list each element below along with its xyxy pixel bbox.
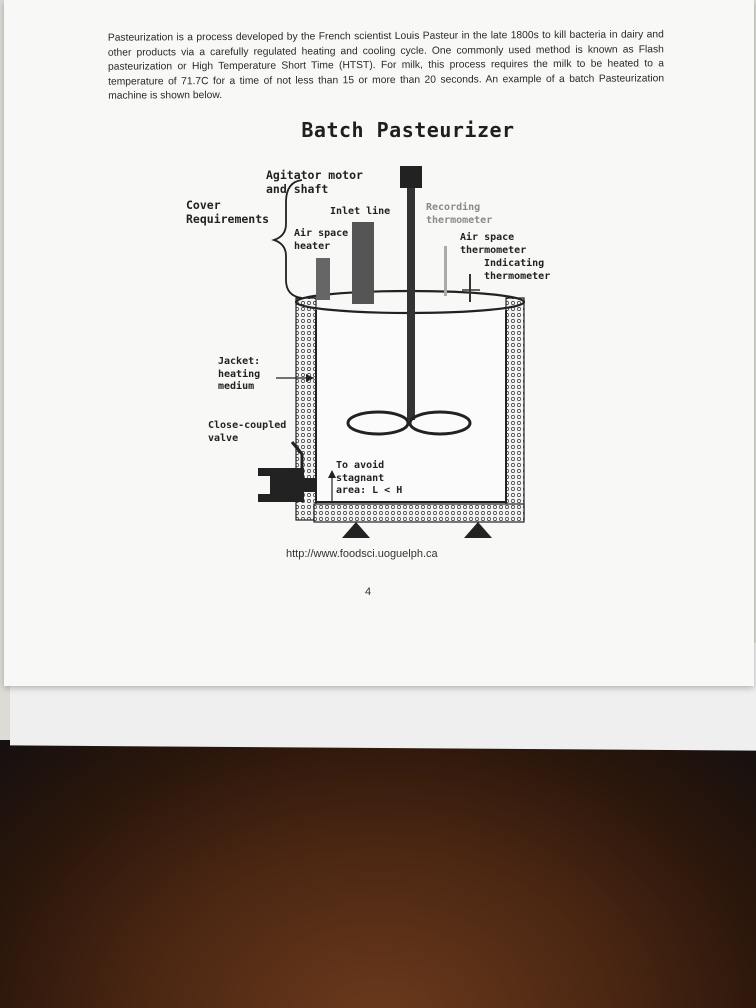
label-agitator-motor: Agitator motor and shaft <box>266 168 363 196</box>
agitator-shaft <box>407 188 415 420</box>
agitator-motor <box>400 166 422 188</box>
jacket-right-wall <box>505 297 525 521</box>
cover-brace <box>271 179 303 299</box>
page-number: 4 <box>365 586 372 598</box>
label-cover-requirements: Cover Requirements <box>186 198 270 226</box>
label-indicating-thermometer: Indicating thermometer <box>484 258 551 282</box>
document-page: Pasteurization is a process developed by… <box>4 0 754 686</box>
source-url: http://www.foodsci.uoguelph.ca <box>286 548 438 560</box>
label-recording-thermometer: Recording thermometer <box>426 202 493 226</box>
pasteurizer-drawing <box>258 166 526 538</box>
support-left <box>342 522 370 538</box>
diagram-title: Batch Pasteurizer <box>301 118 515 142</box>
support-right <box>464 522 492 538</box>
label-close-coupled-valve: Close-coupled valve <box>208 420 287 444</box>
batch-pasteurizer-diagram: Agitator motor and shaft Cover Requireme… <box>174 150 594 570</box>
label-air-space-heater: Air space heater <box>294 228 349 252</box>
inlet-line <box>352 222 374 304</box>
jacket-bottom <box>313 503 525 523</box>
recording-thermometer <box>444 246 447 296</box>
label-inlet-line: Inlet line <box>330 206 391 217</box>
label-air-space-thermometer: Air space thermometer <box>460 232 527 256</box>
label-avoid-stagnant-area: To avoid stagnant area: L < H <box>336 460 403 496</box>
valve-pipe <box>290 441 304 472</box>
intro-paragraph: Pasteurization is a process developed by… <box>107 29 665 103</box>
air-space-heater <box>316 258 330 300</box>
desk-surface <box>0 740 756 1008</box>
agitator-paddle-left <box>346 410 410 436</box>
label-jacket-heating-medium: Jacket: heating medium <box>218 356 261 392</box>
valve-body <box>270 468 304 502</box>
agitator-paddle-right <box>408 410 472 436</box>
